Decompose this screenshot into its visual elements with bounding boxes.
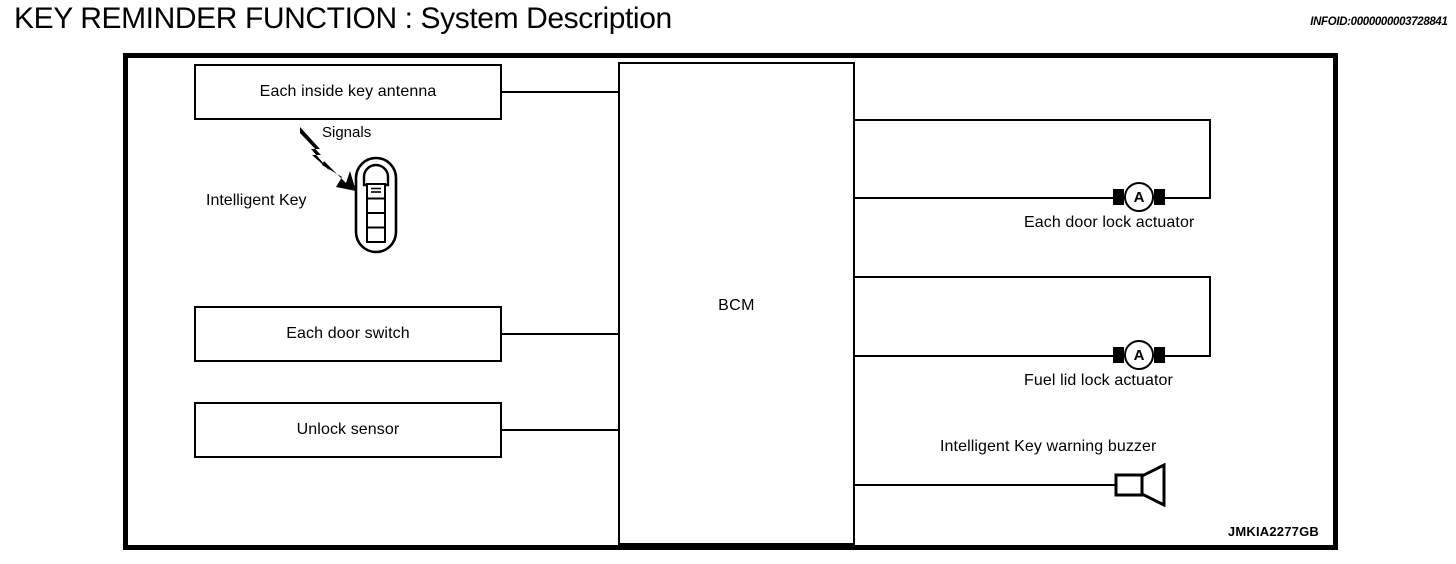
block-inside-key-antenna: Each inside key antenna xyxy=(194,64,502,120)
block-label-unlock-sensor: Unlock sensor xyxy=(296,421,400,438)
fuel-lid-lock-actuator-symbol: A xyxy=(1113,340,1165,370)
block-bcm: BCM xyxy=(618,62,855,545)
label-warning-buzzer: Intelligent Key warning buzzer xyxy=(940,438,1157,455)
wire-antenna-to-bcm xyxy=(502,91,619,93)
wire-door-lock-upper xyxy=(855,119,1211,121)
block-unlock-sensor: Unlock sensor xyxy=(194,402,502,458)
actuator-terminal-right xyxy=(1154,347,1165,363)
label-fuel-lid-lock-actuator: Fuel lid lock actuator xyxy=(1024,372,1173,389)
block-door-switch: Each door switch xyxy=(194,306,502,362)
wire-door-lock-lower xyxy=(855,197,1211,199)
actuator-symbol-letter: A xyxy=(1124,182,1154,212)
system-diagram-frame: Each inside key antenna Each door switch… xyxy=(123,53,1338,550)
block-label-door-switch: Each door switch xyxy=(286,325,410,342)
wire-fuel-lid-upper xyxy=(855,276,1211,278)
actuator-terminal-right xyxy=(1154,189,1165,205)
block-label-bcm: BCM xyxy=(718,297,755,314)
block-label-inside-key-antenna: Each inside key antenna xyxy=(259,83,437,100)
actuator-symbol-letter: A xyxy=(1124,340,1154,370)
label-intelligent-key: Intelligent Key xyxy=(206,192,307,209)
wire-door-lock-return xyxy=(1209,119,1211,199)
wire-fuel-lid-return xyxy=(1209,276,1211,357)
label-door-lock-actuator: Each door lock actuator xyxy=(1024,214,1195,231)
door-lock-actuator-symbol: A xyxy=(1113,182,1165,212)
page-title: KEY REMINDER FUNCTION : System Descripti… xyxy=(14,2,672,35)
label-signals: Signals xyxy=(322,124,372,141)
wire-fuel-lid-lower xyxy=(855,355,1211,357)
figure-code: JMKIA2277GB xyxy=(1227,524,1319,539)
intelligent-key-fob-icon xyxy=(354,156,398,254)
actuator-terminal-left xyxy=(1113,347,1124,363)
actuator-terminal-left xyxy=(1113,189,1124,205)
wire-bcm-to-buzzer xyxy=(855,484,1115,486)
infoid-label: INFOID:0000000003728841 xyxy=(1310,14,1449,28)
speaker-icon xyxy=(1114,463,1166,507)
wire-unlock-sensor-to-bcm xyxy=(502,429,619,431)
wire-door-switch-to-bcm xyxy=(502,333,619,335)
signal-arrow-icon xyxy=(300,127,356,191)
